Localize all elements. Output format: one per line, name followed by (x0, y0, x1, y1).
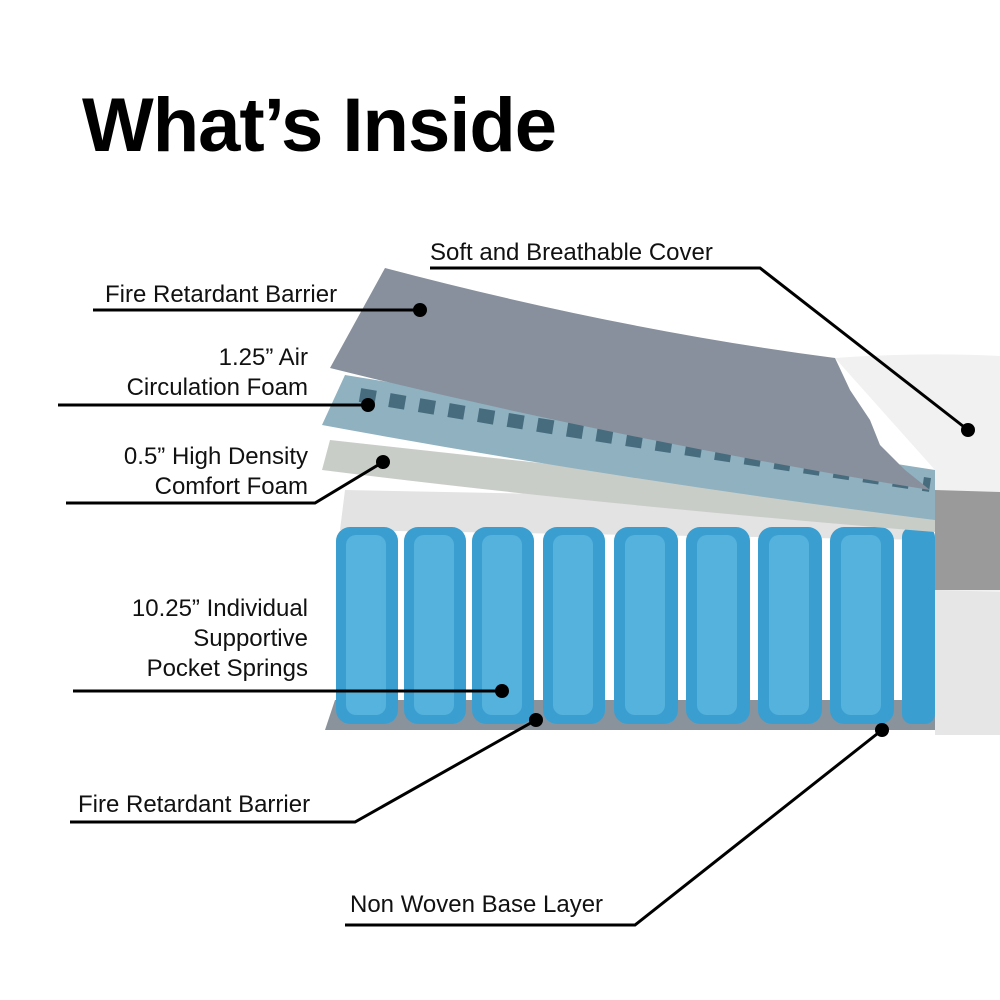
label-comfort-foam: 0.5” High Density Comfort Foam (124, 442, 308, 502)
label-comfort-foam-line2: Comfort Foam (154, 473, 308, 500)
leader-lines (58, 266, 969, 927)
label-springs-line3: Pocket Springs (146, 655, 308, 682)
comfort-foam-layer (322, 440, 935, 532)
label-fire-barrier-top: Fire Retardant Barrier (105, 281, 338, 308)
pocket-springs (336, 527, 935, 724)
label-air-foam: 1.25” Air Circulation Foam (127, 343, 308, 403)
label-air-foam-line2: Circulation Foam (126, 374, 308, 401)
label-fire-barrier-bottom: Fire Retardant Barrier (78, 791, 311, 818)
label-base-layer: Non Woven Base Layer (350, 891, 604, 918)
label-cover: Soft and Breathable Cover (430, 239, 713, 266)
label-pocket-springs: 10.25” Individual Supportive Pocket Spri… (132, 594, 308, 684)
label-air-foam-line1: 1.25” Air (218, 344, 308, 371)
mattress-cover (835, 354, 1000, 735)
label-comfort-foam-line1: 0.5” High Density (123, 443, 308, 470)
fire-barrier-top-layer (330, 268, 930, 490)
air-foam-layer (322, 375, 935, 520)
leader-dots (361, 303, 975, 737)
label-springs-line2: Supportive (193, 625, 308, 652)
page-title: What’s Inside (82, 83, 557, 168)
label-springs-line1: 10.25” Individual (131, 595, 308, 622)
